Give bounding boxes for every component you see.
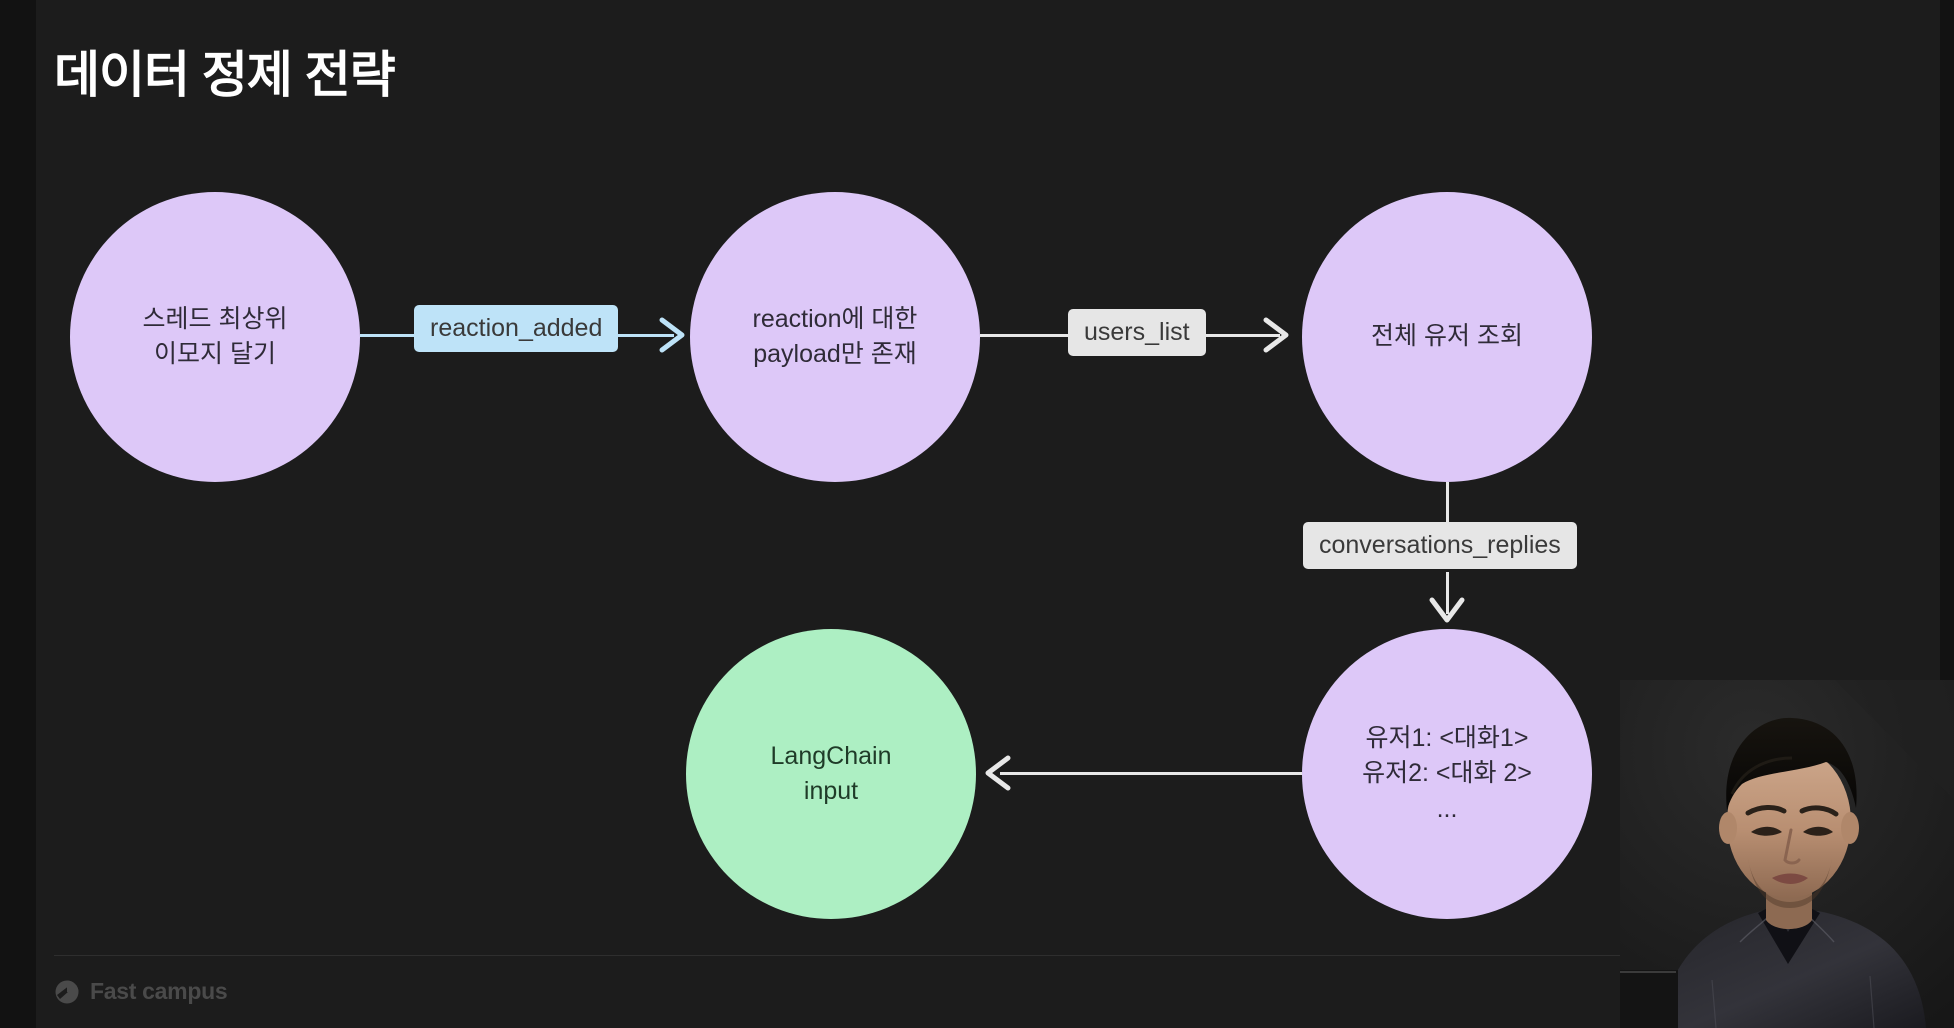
node-all-users-query[interactable]: 전체 유저 조회 [1302,192,1592,482]
page-title: 데이터 정제 전략 [54,47,396,103]
node-reaction-payload[interactable]: reaction에 대한 payload만 존재 [690,192,980,482]
node-payload-line2: payload만 존재 [753,340,917,368]
edge-line-convo-to-lang [1000,772,1302,775]
node-langchain-input[interactable]: LangChain input [686,629,976,919]
edge-line-chip-to-users [1202,334,1280,337]
edge-label-reaction-added[interactable]: reaction_added [414,305,619,352]
node-conversation-transcript[interactable]: 유저1: <대화1> 유저2: <대화 2> ... [1302,629,1592,919]
left-gutter [0,0,36,1028]
footer-divider [54,955,1914,956]
edge-label-users-list[interactable]: users_list [1068,309,1206,356]
edge-line-users-to-chip [1446,482,1449,534]
edge-label-conversations-replies[interactable]: conversations_replies [1303,522,1577,569]
presenter-figure [1620,680,1954,1028]
edge-line-chip-to-payload [612,334,674,337]
node-convo-line3: ... [1436,794,1458,823]
arrowhead-down-white [1429,597,1465,623]
node-users-line1: 전체 유저 조회 [1371,322,1523,351]
node-emoji-line2: 이모지 달기 [154,340,276,368]
node-thread-top-emoji[interactable]: 스레드 최상위 이모지 달기 [70,192,360,482]
node-emoji-line1: 스레드 최상위 [142,304,288,333]
node-lang-line2: input [803,777,859,805]
node-convo-line2: 유저2: <대화 2> [1362,759,1532,788]
presenter-video-overlay [1620,680,1954,1028]
node-lang-line1: LangChain [770,741,892,770]
node-convo-line1: 유저1: <대화1> [1365,723,1529,752]
brand-logo: Fast campus [54,978,228,1005]
edge-line-payload-to-chip [980,334,1070,337]
fastcampus-mark-icon [55,980,79,1003]
brand-logo-text: Fast campus [90,978,228,1004]
arrowhead-right-white [1263,317,1289,353]
edge-line-chip-to-convo [1446,572,1449,614]
arrowhead-left-white [985,755,1011,791]
arrowhead-right-blue [659,317,685,353]
node-payload-line1: reaction에 대한 [752,304,918,333]
edge-line-emoji-to-chip [360,334,432,337]
